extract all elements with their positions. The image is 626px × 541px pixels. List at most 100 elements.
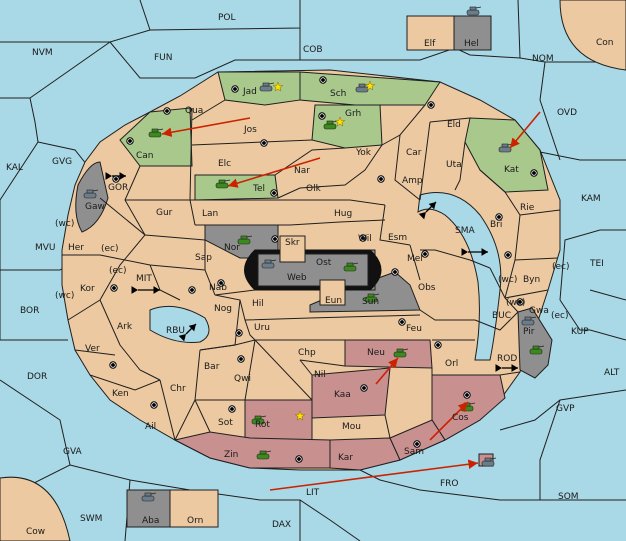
army-unit-icon[interactable]: [256, 450, 272, 460]
coast-tag: (wc): [55, 219, 74, 229]
supply-center-icon: [391, 268, 399, 276]
region-jad[interactable]: [217, 71, 301, 106]
label-gvp: GVP: [556, 404, 575, 414]
supply-center-icon: [235, 329, 243, 337]
label-kor: Kor: [80, 284, 95, 294]
label-orn: Orn: [187, 516, 203, 526]
region-eun[interactable]: [319, 279, 346, 306]
coast-tag: (wc): [506, 298, 525, 308]
supply-center-icon: [228, 405, 236, 413]
label-ver: Ver: [85, 344, 100, 354]
label-rod: ROD: [497, 354, 517, 364]
label-dor: DOR: [27, 372, 47, 382]
label-fun: FUN: [154, 53, 173, 63]
army-unit-icon[interactable]: [364, 293, 380, 303]
label-skr: Skr: [285, 238, 300, 248]
label-eld: Eld: [447, 120, 461, 130]
label-gva: GVA: [63, 447, 83, 457]
label-her: Her: [68, 243, 84, 253]
supply-center-icon: [413, 440, 421, 448]
arrow-kaa-neu: [375, 357, 399, 385]
region-skr[interactable]: [279, 235, 306, 263]
label-fro: FRO: [440, 479, 459, 489]
army-unit-icon[interactable]: [251, 415, 267, 425]
label-ovd: OVD: [557, 108, 577, 118]
fleet-unit-icon[interactable]: [259, 82, 275, 92]
inner-sea-sma[interactable]: [417, 192, 502, 361]
supply-center-icon: [217, 279, 225, 287]
label-tel: Tel: [252, 184, 265, 194]
army-unit-icon[interactable]: [529, 345, 545, 355]
supply-center-icon: [398, 318, 406, 326]
fleet-unit-icon[interactable]: [83, 189, 99, 199]
supply-center-icon: [295, 455, 303, 463]
supply-center-icon: [163, 107, 171, 115]
label-gor: GOR: [108, 183, 128, 193]
supply-center-icon: [318, 112, 326, 120]
label-nil: Nil: [314, 370, 326, 380]
units: [83, 6, 545, 502]
label-kar: Kar: [338, 453, 353, 463]
label-hug: Hug: [334, 209, 352, 219]
fleet-unit-icon[interactable]: [481, 457, 497, 467]
label-uta: Uta: [446, 160, 462, 170]
army-unit-icon[interactable]: [343, 262, 359, 272]
supply-center-icon: [126, 137, 134, 145]
label-mou: Mou: [342, 422, 361, 432]
army-unit-icon[interactable]: [393, 348, 409, 358]
label-mvu: MVU: [35, 243, 56, 253]
region-sam[interactable]: [389, 419, 446, 461]
label-buc: BUC: [492, 311, 511, 321]
region-kat[interactable]: [464, 117, 549, 193]
label-olk: Olk: [306, 184, 322, 194]
label-jad: Jad: [242, 87, 257, 97]
region-neu[interactable]: [344, 339, 433, 369]
region-pir[interactable]: [517, 307, 553, 379]
label-kam: KAM: [581, 194, 601, 204]
region-elf[interactable]: [406, 15, 455, 51]
label-cos: Cos: [452, 413, 469, 423]
label-nom: NOM: [532, 54, 554, 64]
label-ost: Ost: [316, 258, 332, 268]
region-orn[interactable]: [169, 489, 219, 528]
label-sun: Sun: [362, 297, 379, 307]
region-tel[interactable]: [194, 174, 279, 201]
label-rie: Rie: [520, 203, 535, 213]
label-con: Con: [596, 38, 614, 48]
label-alt: ALT: [604, 368, 620, 378]
sea-con[interactable]: [559, 0, 626, 71]
fleet-unit-icon[interactable]: [141, 492, 157, 502]
label-chp: Chp: [298, 348, 316, 358]
label-sch: Sch: [330, 89, 346, 99]
supply-center-icon: [427, 101, 435, 109]
army-unit-icon[interactable]: [237, 235, 253, 245]
label-ken: Ken: [112, 389, 129, 399]
fleet-unit-icon[interactable]: [498, 143, 514, 153]
fleet-unit-icon[interactable]: [521, 316, 537, 326]
label-kaa: Kaa: [334, 390, 351, 400]
region-hel[interactable]: [453, 15, 492, 51]
label-bor: BOR: [20, 306, 39, 316]
region-grh[interactable]: [311, 104, 383, 149]
label-jos: Jos: [243, 125, 257, 135]
arrow-sma: [418, 201, 437, 220]
label-can: Can: [136, 151, 154, 161]
label-nab: Nab: [209, 283, 227, 293]
label-orl: Orl: [445, 359, 458, 369]
fleet-unit-icon[interactable]: [261, 259, 277, 269]
supply-center-icon: [463, 391, 471, 399]
arrow-rbu: [178, 323, 197, 342]
label-ail: Ail: [145, 422, 156, 432]
region-kar[interactable]: [329, 437, 401, 471]
fleet-unit-icon[interactable]: [466, 6, 482, 16]
label-kup: KUP: [571, 327, 589, 337]
arrow-sam-cos: [429, 401, 469, 441]
label-bri: Bri: [490, 220, 502, 230]
label-nog: Nog: [214, 304, 232, 314]
region-sch[interactable]: [299, 71, 441, 106]
label-bar: Bar: [204, 362, 220, 372]
label-tei: TEI: [589, 259, 604, 269]
supply-center-icon: [360, 384, 368, 392]
label-gur: Gur: [156, 208, 173, 218]
